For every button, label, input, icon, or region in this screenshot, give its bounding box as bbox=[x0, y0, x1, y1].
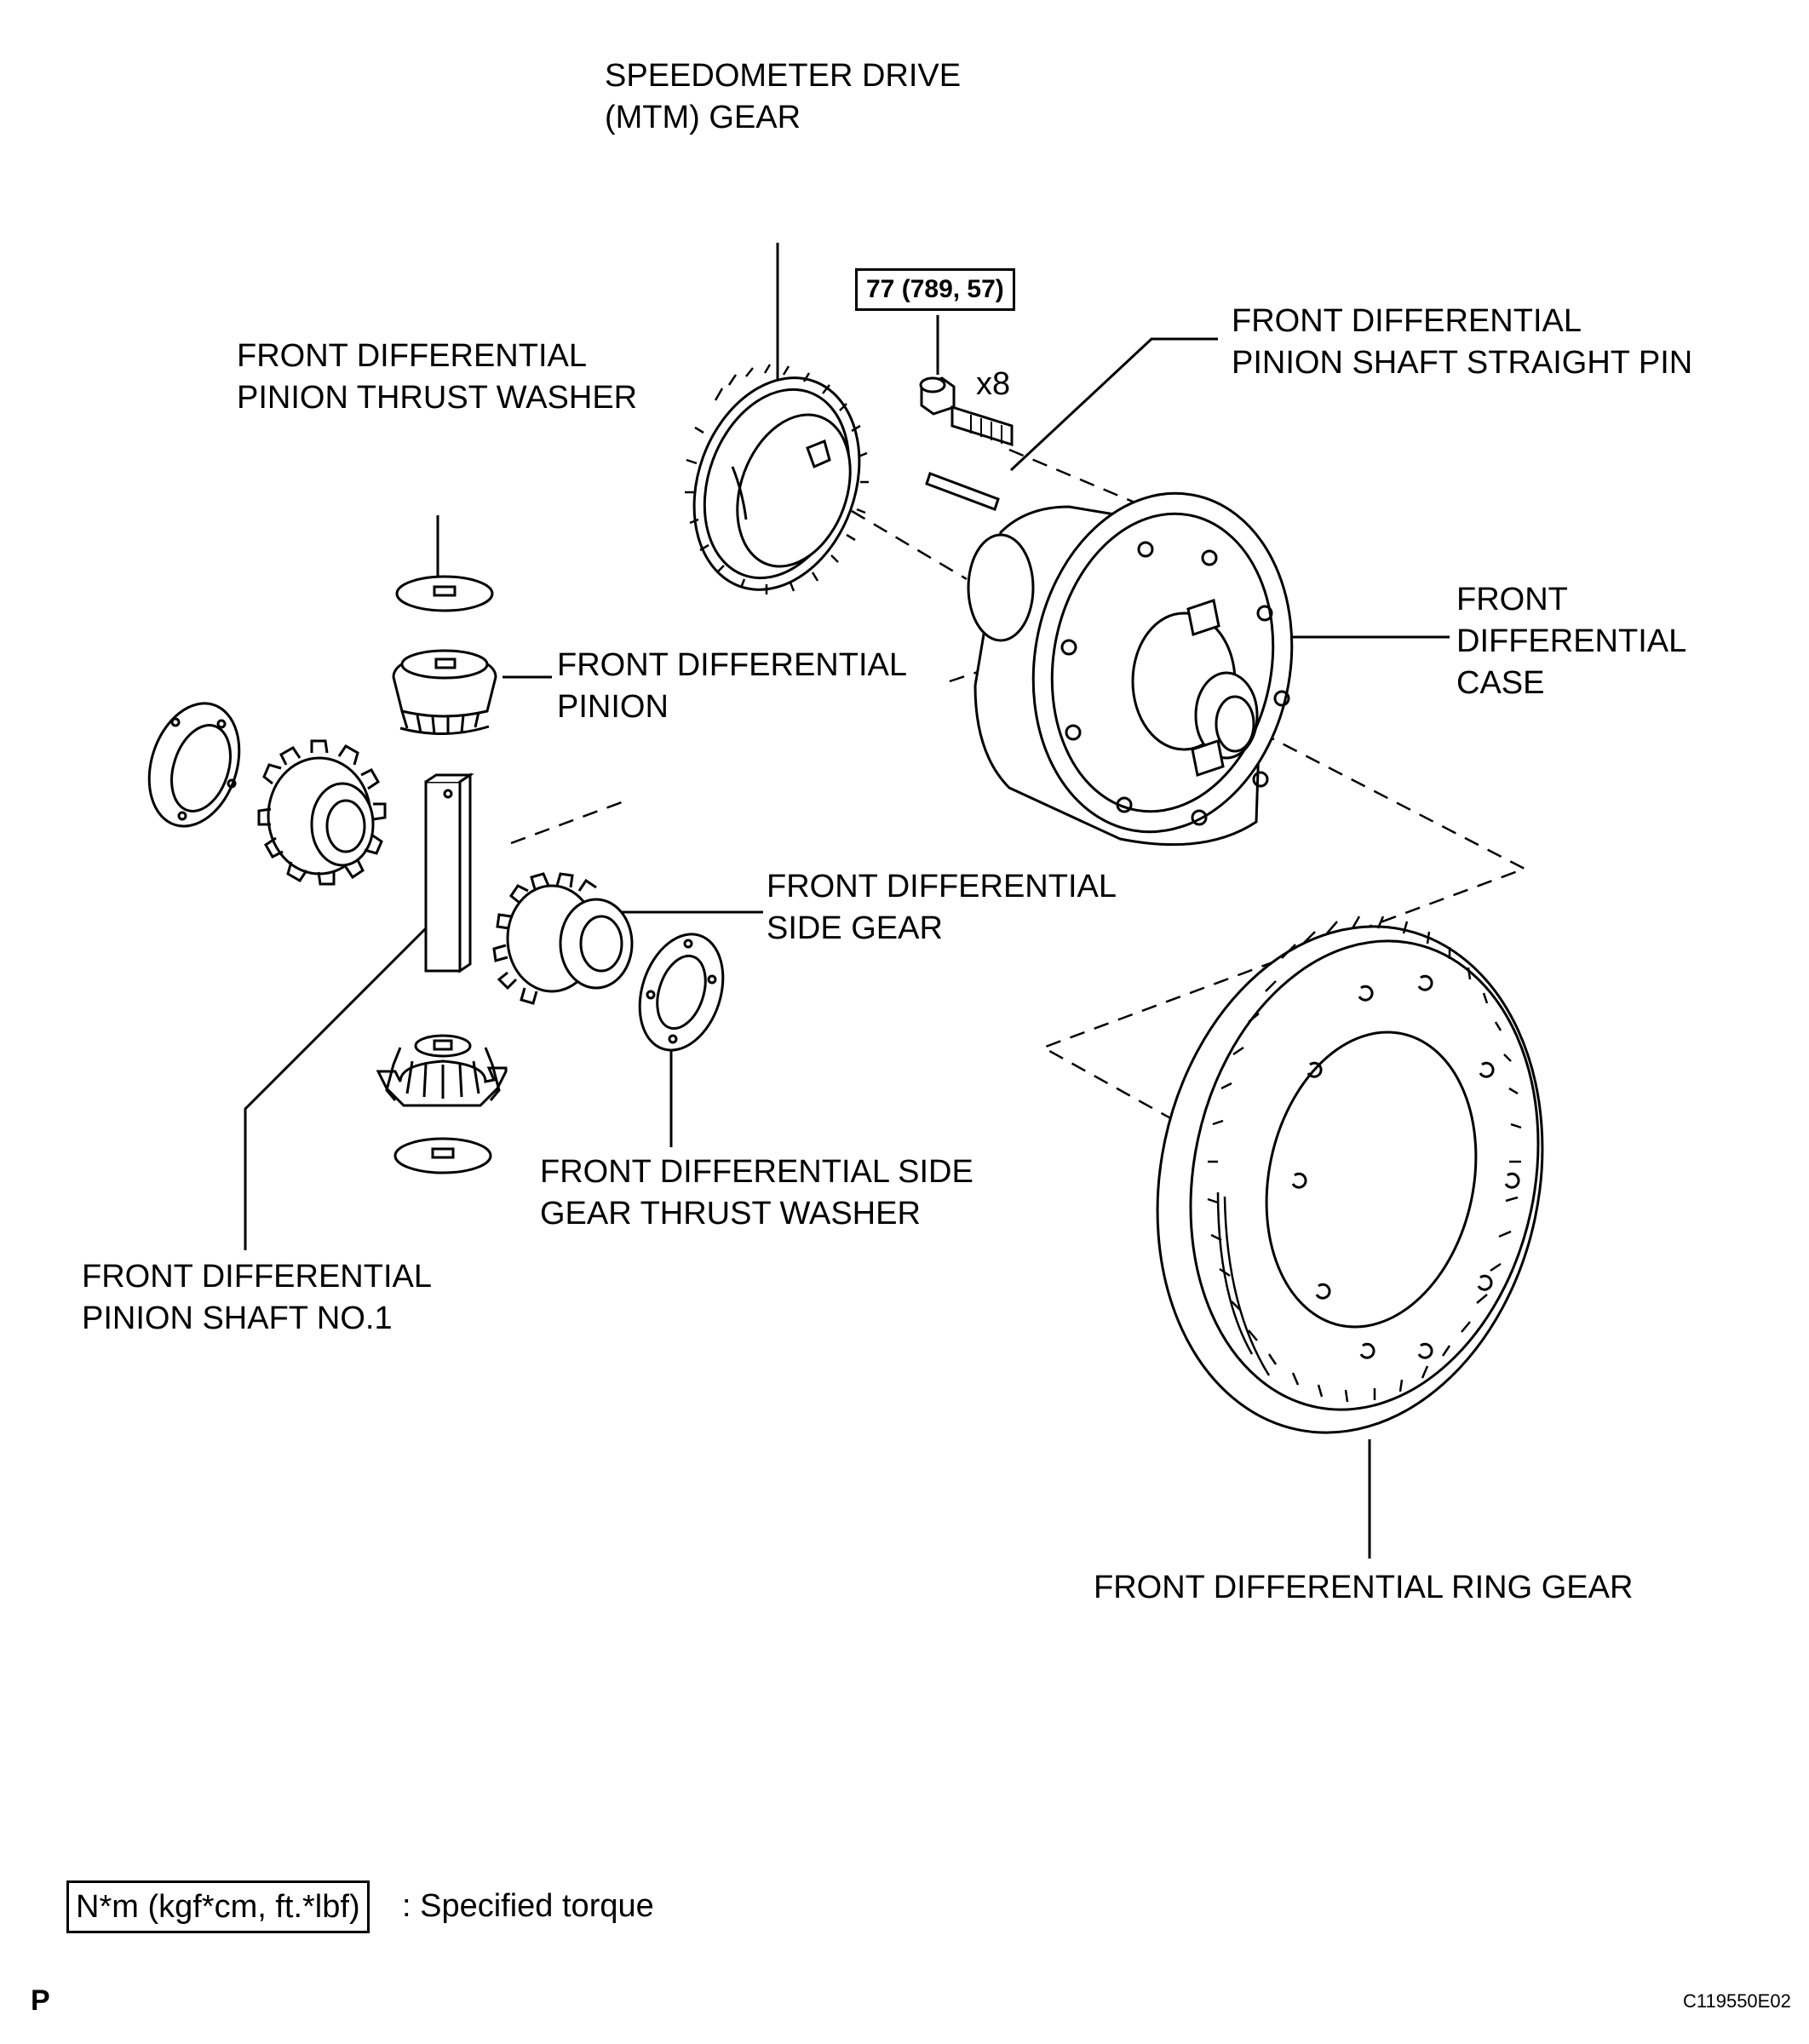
straight-pin-label-line2: PINION SHAFT STRAIGHT PIN bbox=[1232, 345, 1693, 381]
pinion-shaft bbox=[424, 772, 474, 973]
differential-case-label-line2: DIFFERENTIAL bbox=[1456, 623, 1687, 659]
differential-case-label-line1: FRONT bbox=[1456, 582, 1568, 617]
straight-pin bbox=[925, 472, 1000, 511]
differential-pinion-label: FRONT DIFFERENTIAL PINION bbox=[557, 645, 907, 728]
speedometer-gear-label-line2: (MTM) GEAR bbox=[605, 100, 801, 135]
section-marker: P bbox=[31, 1984, 50, 2017]
pinion-shaft-label-line2: PINION SHAFT NO.1 bbox=[82, 1300, 393, 1336]
pinion-shaft-label-line1: FRONT DIFFERENTIAL bbox=[82, 1259, 432, 1295]
side-gear-label-line2: SIDE GEAR bbox=[767, 910, 943, 946]
pinion-thrust-washer-top bbox=[395, 575, 494, 612]
side-gear-label-line1: FRONT DIFFERENTIAL bbox=[767, 869, 1117, 904]
speedometer-gear-label: SPEEDOMETER DRIVE (MTM) GEAR bbox=[605, 55, 961, 139]
side-gear-left bbox=[257, 739, 387, 886]
straight-pin-label: FRONT DIFFERENTIAL PINION SHAFT STRAIGHT… bbox=[1232, 301, 1692, 384]
side-gear-thrust-washer-left bbox=[147, 702, 241, 828]
torque-legend-text: : Specified torque bbox=[402, 1888, 654, 1924]
case-bolt bbox=[919, 376, 1014, 447]
side-gear-label: FRONT DIFFERENTIAL SIDE GEAR bbox=[767, 866, 1117, 950]
side-gear-thrust-washer-label-line1: FRONT DIFFERENTIAL SIDE bbox=[540, 1154, 973, 1190]
straight-pin-label-line1: FRONT DIFFERENTIAL bbox=[1232, 303, 1582, 339]
side-gear-right bbox=[492, 872, 634, 1005]
illustration-code: C119550E02 bbox=[1683, 1990, 1791, 2012]
differential-pinion-bottom bbox=[376, 1034, 508, 1107]
side-gear-thrust-washer-right bbox=[638, 933, 725, 1052]
speedometer-drive-gear bbox=[685, 364, 869, 594]
differential-case-label-line3: CASE bbox=[1456, 665, 1545, 701]
leader-lines bbox=[244, 243, 1450, 1559]
bolt-torque-spec: 77 (789, 57) bbox=[855, 268, 1015, 311]
differential-case-label: FRONT DIFFERENTIAL CASE bbox=[1456, 579, 1686, 704]
side-gear-thrust-washer-label-line2: GEAR THRUST WASHER bbox=[540, 1196, 921, 1232]
differential-pinion-label-line2: PINION bbox=[557, 689, 669, 725]
pinion-shaft-label: FRONT DIFFERENTIAL PINION SHAFT NO.1 bbox=[82, 1256, 432, 1340]
differential-pinion-top bbox=[392, 649, 497, 736]
pinion-thrust-washer-label: FRONT DIFFERENTIAL PINION THRUST WASHER bbox=[237, 336, 637, 419]
pinion-thrust-washer-label-line2: PINION THRUST WASHER bbox=[237, 380, 638, 416]
bolt-quantity: x8 bbox=[976, 366, 1011, 402]
pinion-thrust-washer-bottom bbox=[393, 1137, 492, 1174]
torque-units-legend-box: N*m (kgf*cm, ft.*lbf) bbox=[66, 1880, 370, 1933]
pinion-thrust-washer-label-line1: FRONT DIFFERENTIAL bbox=[237, 338, 587, 374]
differential-case bbox=[967, 491, 1294, 847]
differential-pinion-label-line1: FRONT DIFFERENTIAL bbox=[557, 647, 907, 683]
ring-gear bbox=[1156, 916, 1544, 1434]
speedometer-gear-label-line1: SPEEDOMETER DRIVE bbox=[605, 58, 962, 94]
ring-gear-label: FRONT DIFFERENTIAL RING GEAR bbox=[1094, 1570, 1634, 1605]
side-gear-thrust-washer-label: FRONT DIFFERENTIAL SIDE GEAR THRUST WASH… bbox=[540, 1151, 973, 1235]
